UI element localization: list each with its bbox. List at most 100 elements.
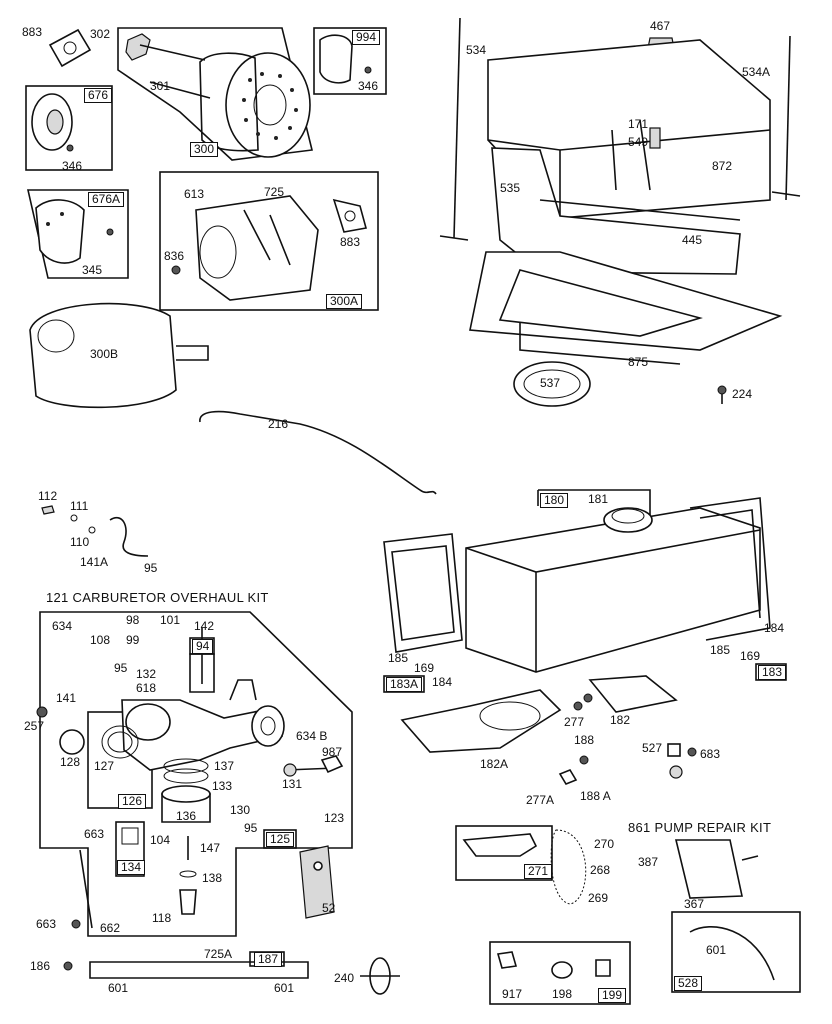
callout-537: 537 xyxy=(540,376,561,390)
gasket-883-top xyxy=(48,28,92,68)
callout-634b: 634 B xyxy=(296,729,328,743)
callout-111: 111 xyxy=(70,499,89,513)
callout-188: 188 xyxy=(574,733,595,747)
callout-169: 169 xyxy=(740,649,761,663)
needle-987 xyxy=(283,755,344,777)
callout-95: 95 xyxy=(244,821,258,835)
callout-875: 875 xyxy=(628,355,649,369)
carburetor-kit-outline xyxy=(39,611,353,937)
box-676a xyxy=(26,189,129,279)
callout-171: 171 xyxy=(628,117,649,131)
callout-133: 133 xyxy=(212,779,233,793)
callout-300b: 300B xyxy=(90,347,119,361)
callout-345: 345 xyxy=(82,263,103,277)
box-label-994: 994 xyxy=(352,30,381,45)
callout-184: 184 xyxy=(764,621,785,635)
callout-141: 141 xyxy=(56,691,77,705)
box-label-183: 183 xyxy=(758,665,787,680)
callout-270: 270 xyxy=(594,837,615,851)
callout-52: 52 xyxy=(322,901,336,915)
box-label-676: 676 xyxy=(84,88,113,103)
callout-186: 186 xyxy=(30,959,51,973)
callout-268: 268 xyxy=(590,863,611,877)
callout-181: 181 xyxy=(588,492,609,506)
box-271 xyxy=(455,825,553,881)
callout-95: 95 xyxy=(114,661,128,675)
callout-224: 224 xyxy=(732,387,753,401)
callout-112: 112 xyxy=(38,489,58,503)
float-136-bowl-133 xyxy=(161,758,211,823)
callout-128: 128 xyxy=(60,755,81,769)
fuel-pump-861 xyxy=(674,839,759,899)
callout-613: 613 xyxy=(184,187,205,201)
gasket-52 xyxy=(299,845,335,919)
air-cleaner-assembly-300 xyxy=(117,27,313,161)
shroud-base-535 xyxy=(491,147,741,275)
plug-128 xyxy=(59,729,85,755)
carburetor-body xyxy=(121,679,285,771)
small-parts-112-141a xyxy=(41,505,149,557)
callout-138: 138 xyxy=(202,871,223,885)
link-662 xyxy=(71,849,93,929)
callout-683: 683 xyxy=(700,747,721,761)
callout-883: 883 xyxy=(22,25,43,39)
callout-987: 987 xyxy=(322,745,343,759)
box-label-271: 271 xyxy=(524,864,553,879)
callout-367: 367 xyxy=(684,897,705,911)
callout-601: 601 xyxy=(274,981,295,995)
callout-98: 98 xyxy=(126,613,140,627)
box-180 xyxy=(537,489,651,520)
callout-182: 182 xyxy=(610,713,631,727)
callout-535: 535 xyxy=(500,181,521,195)
box-label-187: 187 xyxy=(254,952,283,967)
governor-link-216 xyxy=(199,410,437,495)
air-cleaner-cover-300b xyxy=(29,302,209,409)
shroud-872 xyxy=(487,39,771,219)
callout-277a: 277A xyxy=(526,793,555,807)
ring-537 xyxy=(513,361,591,407)
callout-601: 601 xyxy=(706,943,727,957)
callout-169: 169 xyxy=(414,661,435,675)
callout-917: 917 xyxy=(502,987,523,1001)
box-134 xyxy=(115,821,145,877)
callout-184: 184 xyxy=(432,675,453,689)
callout-185: 185 xyxy=(710,643,731,657)
box-label-676a: 676A xyxy=(88,192,125,207)
callout-118: 118 xyxy=(152,911,172,925)
pump-kit-title: 861 PUMP REPAIR KIT xyxy=(628,820,772,835)
box-676 xyxy=(25,85,113,171)
callout-663: 663 xyxy=(36,917,57,931)
box-label-528: 528 xyxy=(674,976,703,991)
callout-185: 185 xyxy=(388,651,409,665)
callout-108: 108 xyxy=(90,633,111,647)
callout-346: 346 xyxy=(62,159,83,173)
callout-257: 257 xyxy=(24,719,45,733)
box-94 xyxy=(189,628,215,693)
callout-445: 445 xyxy=(682,233,703,247)
callout-301: 301 xyxy=(150,79,171,93)
callout-549: 549 xyxy=(628,135,649,149)
box-994 xyxy=(313,27,387,95)
callout-132: 132 xyxy=(136,667,157,681)
callout-95: 95 xyxy=(144,561,158,575)
callout-99: 99 xyxy=(126,633,140,647)
box-528 xyxy=(671,911,801,993)
box-125 xyxy=(263,829,297,849)
callout-634: 634 xyxy=(52,619,73,633)
tank-strap-left-183a xyxy=(383,533,463,693)
callout-387: 387 xyxy=(638,855,659,869)
fuel-tank xyxy=(465,507,761,673)
callout-467: 467 xyxy=(650,19,671,33)
callout-147: 147 xyxy=(200,841,221,855)
callout-872: 872 xyxy=(712,159,733,173)
callout-836: 836 xyxy=(164,249,185,263)
callout-141a: 141A xyxy=(80,555,109,569)
carburetor-kit-title: 121 CARBURETOR OVERHAUL KIT xyxy=(46,590,269,605)
screw-257 xyxy=(36,706,48,718)
callout-663: 663 xyxy=(84,827,105,841)
box-label-94: 94 xyxy=(192,639,214,654)
box-300a xyxy=(159,171,379,311)
screw-224 xyxy=(717,385,727,404)
callout-618: 618 xyxy=(136,681,157,695)
callout-725a: 725A xyxy=(204,947,233,961)
